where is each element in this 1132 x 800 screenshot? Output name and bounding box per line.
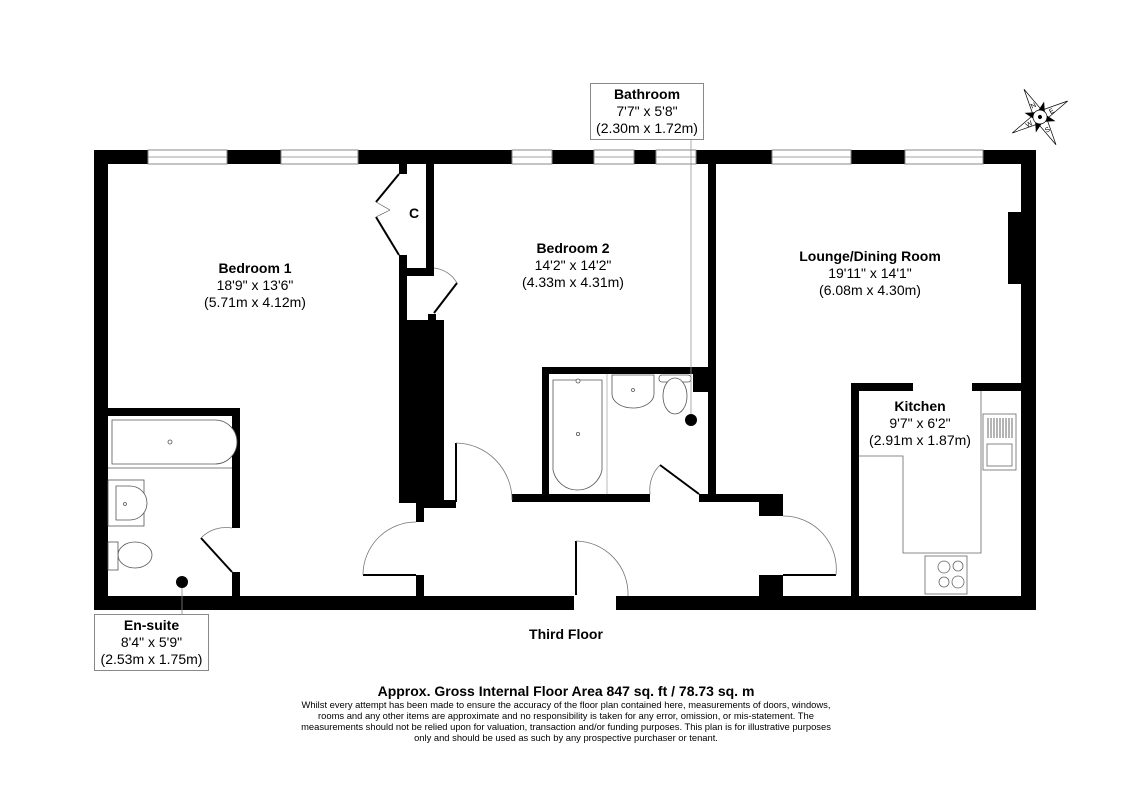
room-size-metric: (6.08m x 4.30m) [819, 282, 921, 298]
svg-text:E: E [1048, 107, 1056, 116]
room-label-bedroom-2: Bedroom 2 14'2" x 14'2" (4.33m x 4.31m) [488, 240, 658, 291]
room-name: Kitchen [894, 398, 946, 414]
room-label-bedroom-1: Bedroom 1 18'9" x 13'6" (5.71m x 4.12m) [170, 260, 340, 311]
svg-text:N: N [1030, 102, 1038, 111]
room-size-imperial: 18'9" x 13'6" [216, 277, 294, 293]
room-size-metric: (4.33m x 4.31m) [522, 274, 624, 290]
room-name: Bedroom 2 [536, 240, 610, 256]
room-name: En-suite [123, 617, 180, 633]
room-size-imperial: 19'11" x 14'1" [828, 265, 912, 281]
doors [200, 173, 836, 595]
room-size-metric: (2.91m x 1.87m) [869, 432, 971, 448]
svg-text:W: W [1025, 120, 1035, 130]
room-size-imperial: 9'7" x 6'2" [889, 415, 951, 431]
room-size-imperial: 14'2" x 14'2" [534, 257, 612, 273]
kitchen-fixtures [859, 391, 1017, 595]
svg-text:S: S [1044, 126, 1052, 135]
room-size-metric: (2.53m x 1.75m) [100, 651, 203, 667]
disclaimer-text: Whilst every attempt has been made to en… [301, 699, 831, 743]
room-label-kitchen: Kitchen 9'7" x 6'2" (2.91m x 1.87m) [840, 398, 1000, 449]
room-name: Bedroom 1 [218, 260, 292, 276]
closet-label: C [409, 205, 420, 221]
room-size-metric: (2.30m x 1.72m) [596, 120, 698, 136]
room-name: Lounge/Dining Room [799, 248, 941, 264]
room-size-imperial: 7'7" x 5'8" [616, 103, 678, 119]
ensuite-fixtures [107, 419, 238, 571]
room-callout-bathroom: Bathroom 7'7" x 5'8" (2.30m x 1.72m) [590, 83, 704, 140]
room-label-lounge-dining: Lounge/Dining Room 19'11" x 14'1" (6.08m… [770, 248, 970, 299]
room-size-imperial: 8'4" x 5'9" [120, 634, 183, 650]
compass-rose-icon: N E S W [1012, 89, 1068, 145]
room-size-metric: (5.71m x 4.12m) [204, 294, 306, 310]
room-callout-en-suite: En-suite 8'4" x 5'9" (2.53m x 1.75m) [94, 614, 209, 671]
floor-name: Third Floor [529, 626, 603, 642]
bathroom-fixtures [552, 374, 692, 494]
room-name: Bathroom [613, 86, 681, 102]
floor-area-summary: Approx. Gross Internal Floor Area 847 sq… [377, 683, 755, 699]
